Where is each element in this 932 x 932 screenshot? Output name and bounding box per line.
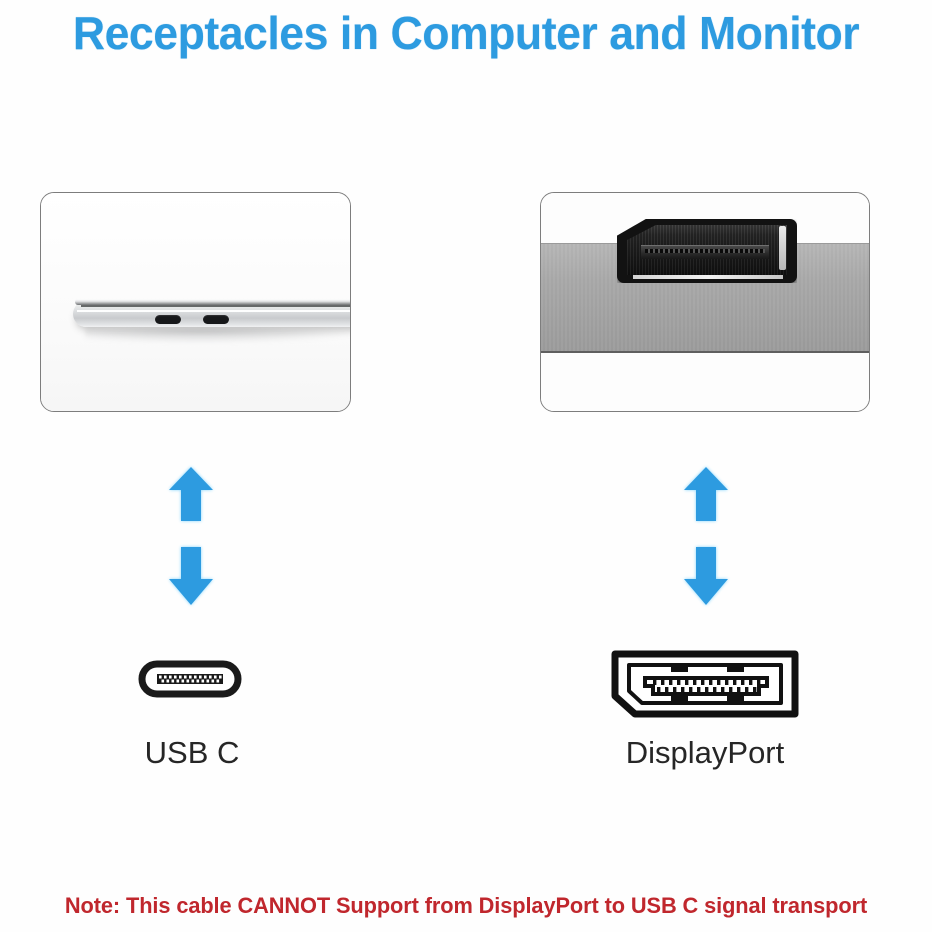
connector-label-usb-c: USB C	[144, 735, 240, 770]
laptop-shadow	[85, 329, 350, 343]
laptop-usb-c-port-1	[155, 315, 181, 324]
photo-panel-monitor	[540, 192, 870, 412]
laptop-seam-line	[81, 305, 350, 307]
laptop-edge-highlight	[77, 310, 350, 312]
laptop-lid-seam	[75, 299, 350, 305]
laptop-photo	[41, 193, 350, 411]
photo-panel-computer	[40, 192, 351, 412]
connector-label-displayport: DisplayPort	[625, 735, 785, 770]
compatibility-note: Note: This cable CANNOT Support from Dis…	[64, 893, 868, 918]
displayport-photo	[541, 193, 869, 411]
arrow-up-icon	[683, 466, 729, 522]
displayport-connector-icon	[609, 648, 801, 725]
laptop-usb-c-port-2	[203, 315, 229, 324]
displayport-rim-right	[779, 226, 786, 270]
displayport-rim-bottom	[633, 275, 783, 279]
arrow-down-icon	[168, 546, 214, 606]
arrow-up-icon	[168, 466, 214, 522]
displayport-contact-tongue	[641, 245, 769, 259]
arrow-down-icon	[683, 546, 729, 606]
page-title: Receptacles in Computer and Monitor	[72, 7, 860, 59]
usb-c-connector-icon	[138, 655, 242, 708]
